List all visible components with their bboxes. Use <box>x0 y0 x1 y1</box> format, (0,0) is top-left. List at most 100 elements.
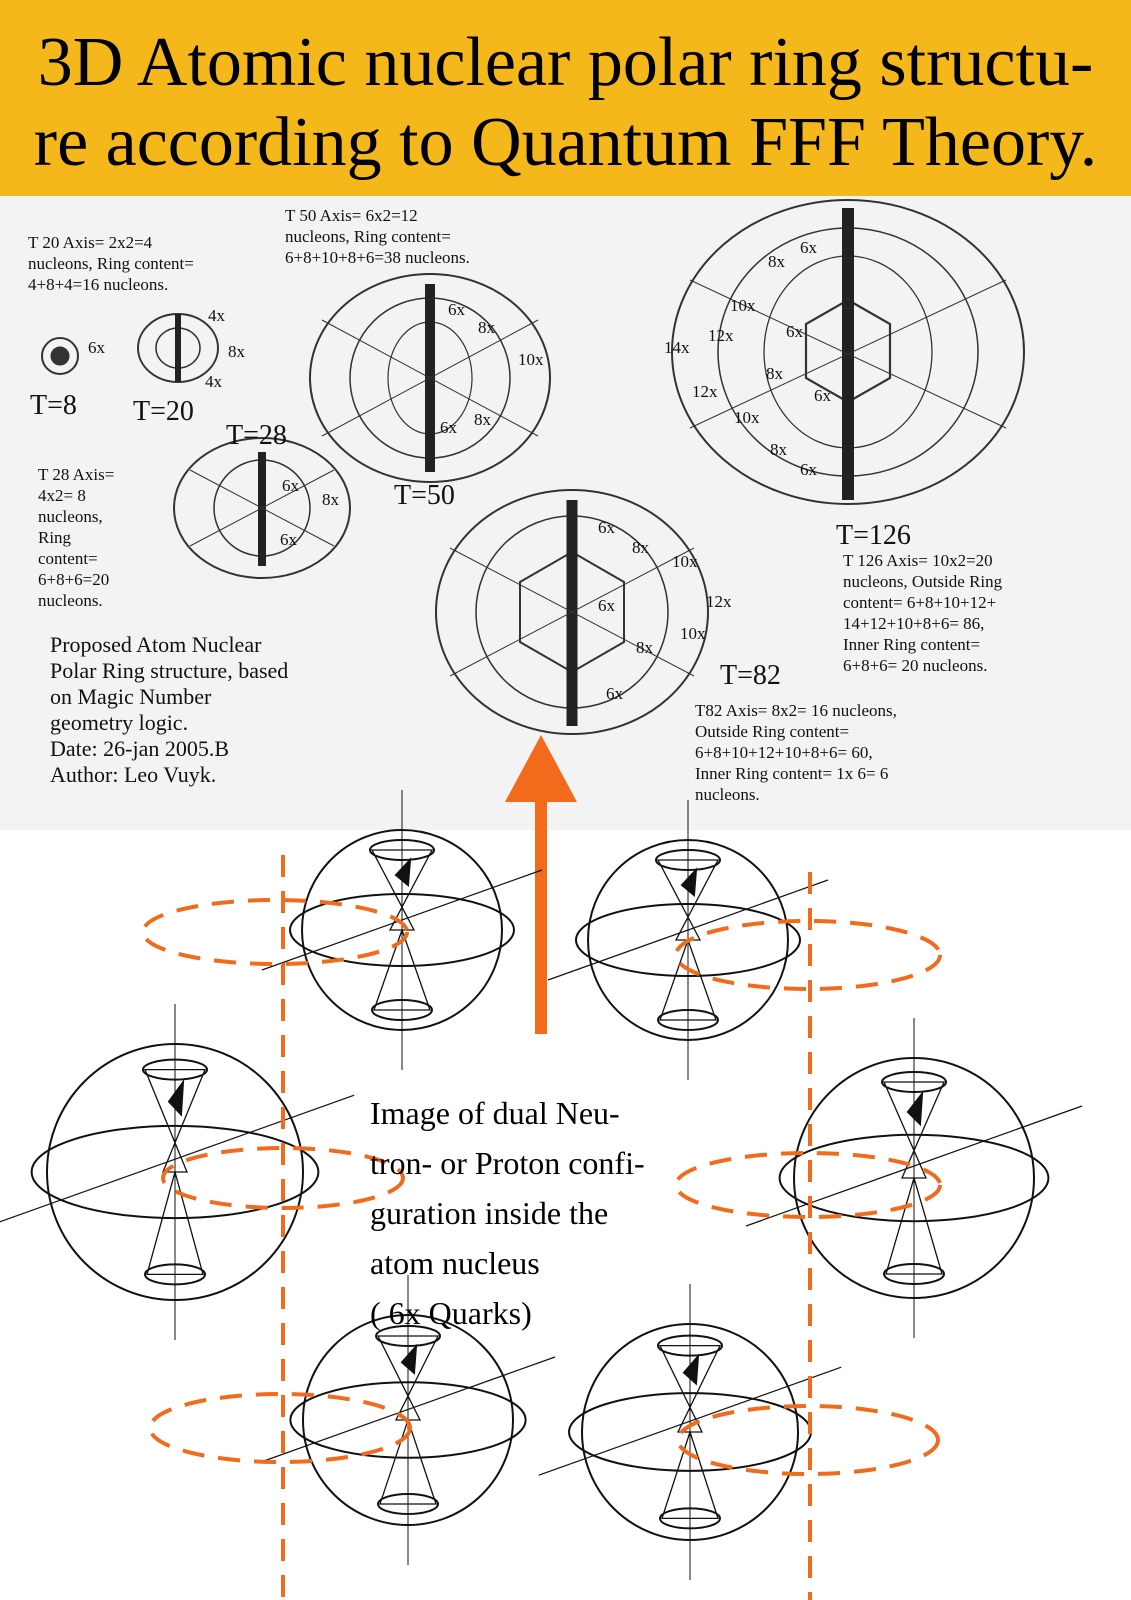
t126-ring-mark: 6x <box>800 238 817 257</box>
t50-label: T=50 <box>394 480 455 511</box>
orange-dashed-axes <box>281 855 812 1600</box>
quark-caption-line: tron- or Proton confi- <box>370 1145 645 1181</box>
t28-ring-mark: 8x <box>322 490 339 509</box>
t82-label: T=82 <box>720 660 781 691</box>
t126-ring-mark: 6x <box>786 322 803 341</box>
t126-ring-mark: 8x <box>766 364 783 383</box>
orange-dashed-ring <box>674 1151 942 1219</box>
scanned-structures-panel <box>0 196 1131 830</box>
t28-structure <box>173 437 351 579</box>
t82-structure <box>435 489 709 735</box>
t50-note: T 50 Axis= 6x2=12 nucleons, Ring content… <box>285 205 470 268</box>
orange-dashed-rings <box>141 898 942 1476</box>
title-banner: 3D Atomic nuclear polar ring structu- re… <box>0 0 1131 196</box>
t20-note-line: T 20 Axis= 2x2=4 <box>28 233 153 252</box>
orange-dashed-ring <box>161 1146 405 1210</box>
cone-cap <box>881 1071 947 1093</box>
cone-cap <box>657 1009 719 1031</box>
spin-arrow-icon <box>682 1353 700 1386</box>
t126-ring-mark: 6x <box>814 386 831 405</box>
t28-label: T=28 <box>226 420 287 451</box>
t20-label: T=20 <box>133 396 194 427</box>
t20-ring-mark: 4x <box>205 372 222 391</box>
cone-cap <box>375 1325 441 1347</box>
sphere-tilted-axis <box>260 1356 556 1463</box>
quark-cone <box>376 1335 440 1421</box>
t82-ring-mark: 6x <box>598 596 615 615</box>
quark-cone <box>885 1175 943 1275</box>
t126-ring-mark: 12x <box>708 326 734 345</box>
t28-note: T 28 Axis= 4x2= 8 nucleons, Ring content… <box>38 464 114 611</box>
cone-cap <box>144 1263 206 1286</box>
cone-cap <box>883 1263 945 1285</box>
t126-ring-mark: 12x <box>692 382 718 401</box>
t126-note-line: 6+8+6= 20 nucleons. <box>843 656 988 675</box>
t126-label: T=126 <box>836 520 911 551</box>
spin-arrow-icon <box>680 867 698 898</box>
cone-cap <box>659 1507 721 1530</box>
t126-ring-mark: 8x <box>770 440 787 459</box>
t8-label: T=8 <box>30 390 77 421</box>
quark-caption-line: atom nucleus <box>370 1245 540 1281</box>
t28-note-line: nucleons. <box>38 591 103 610</box>
t126-note: T 126 Axis= 10x2=20 nucleons, Outside Ri… <box>843 550 1002 676</box>
t82-note: T82 Axis= 8x2= 16 nucleons, Outside Ring… <box>695 700 897 805</box>
t50-note-line: 6+8+10+8+6=38 nucleons. <box>285 248 470 267</box>
t28-ring-mark: 6x <box>282 476 299 495</box>
t82-note-line: Outside Ring content= <box>695 722 850 741</box>
spin-arrow-icon <box>906 1090 924 1127</box>
quark-caption: Image of dual Neu- tron- or Proton confi… <box>370 1088 645 1338</box>
t82-ring-mark: 6x <box>606 684 623 703</box>
quark-sphere <box>538 1284 842 1580</box>
t20-structure <box>137 313 219 383</box>
t28-note-line: 4x2= 8 <box>38 486 86 505</box>
proposal-note-line: Date: 26-jan 2005.B <box>50 736 230 761</box>
title-line-2: re according to Quantum FFF Theory. <box>33 104 1098 181</box>
t20-note-line: nucleons, Ring content= <box>28 254 194 273</box>
t8-structure <box>41 337 79 375</box>
proposal-note-line: Polar Ring structure, based <box>50 658 289 683</box>
t82-ring-mark: 12x <box>706 592 732 611</box>
quark-cone <box>659 938 717 1021</box>
t8-ring-mark: 6x <box>88 338 105 357</box>
sphere-tilted-axis <box>0 1094 355 1223</box>
proposal-note: Proposed Atom Nuclear Polar Ring structu… <box>50 632 288 788</box>
t126-structure <box>671 199 1025 505</box>
t28-note-line: nucleons, <box>38 507 103 526</box>
t126-ring-mark: 10x <box>734 408 760 427</box>
quark-sphere <box>260 1275 556 1565</box>
t28-note-line: content= <box>38 549 98 568</box>
t50-ring-mark: 8x <box>474 410 491 429</box>
t82-ring-mark: 8x <box>632 538 649 557</box>
cone-cap <box>371 999 433 1021</box>
quark-cone <box>883 1081 945 1179</box>
t126-note-line: nucleons, Outside Ring <box>843 572 1003 591</box>
t126-ring-mark: 14x <box>664 338 690 357</box>
t28-note-line: 6+8+6=20 <box>38 570 110 589</box>
t50-ring-mark: 6x <box>448 300 465 319</box>
t20-note: T 20 Axis= 2x2=4 nucleons, Ring content=… <box>28 232 194 295</box>
t28-note-line: T 28 Axis= <box>38 465 115 484</box>
sphere-tilted-axis <box>538 1366 842 1476</box>
title-line-1: 3D Atomic nuclear polar ring structu- <box>37 24 1094 101</box>
t20-ring-mark: 4x <box>208 306 225 325</box>
t82-ring-mark: 6x <box>598 518 615 537</box>
quark-sphere <box>745 1018 1083 1338</box>
spin-arrow-icon <box>394 857 412 888</box>
t126-note-line: T 126 Axis= 10x2=20 <box>843 551 993 570</box>
proposal-note-line: Proposed Atom Nuclear <box>50 632 262 657</box>
t82-ring-mark: 10x <box>680 624 706 643</box>
t82-note-line: Inner Ring content= 1x 6= 6 <box>695 764 889 783</box>
t20-ring-mark: 8x <box>228 342 245 361</box>
proposal-note-line: geometry logic. <box>50 710 189 735</box>
quark-caption-line: guration inside the <box>370 1195 609 1231</box>
quark-caption-line: Image of dual Neu- <box>370 1095 620 1131</box>
orange-up-arrow <box>505 735 577 1034</box>
orange-dashed-ring <box>674 919 942 991</box>
t28-note-line: Ring <box>38 528 72 547</box>
t126-ring-mark: 10x <box>730 296 756 315</box>
t82-note-line: nucleons. <box>695 785 760 804</box>
spin-arrow-icon <box>167 1079 185 1117</box>
t126-note-line: Inner Ring content= <box>843 635 981 654</box>
